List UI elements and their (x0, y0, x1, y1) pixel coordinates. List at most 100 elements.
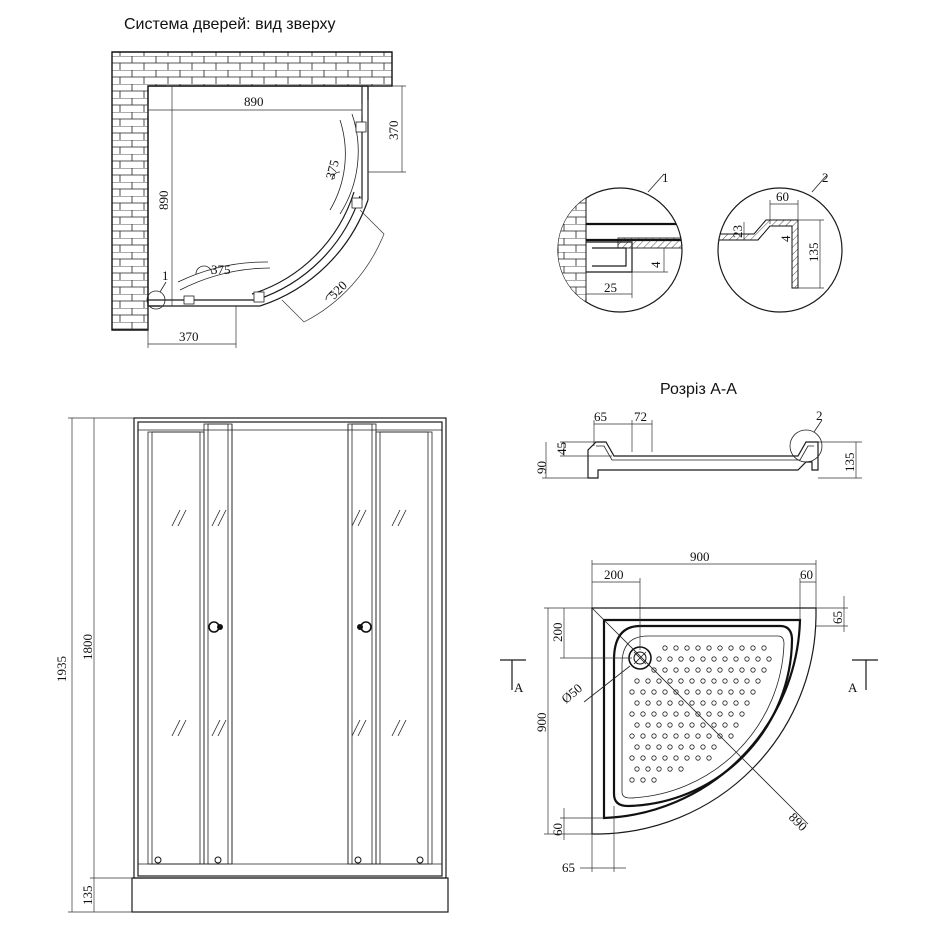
anti-slip-dot (640, 777, 646, 783)
anti-slip-dot (651, 755, 657, 761)
anti-slip-dot (706, 645, 712, 651)
anti-slip-dot (673, 755, 679, 761)
dim-door-height: 1800 (80, 634, 95, 660)
anti-slip-dot (629, 689, 635, 695)
anti-slip-dot (645, 678, 651, 684)
anti-slip-dot (728, 667, 734, 673)
anti-slip-dot (744, 678, 750, 684)
anti-slip-dot (700, 678, 706, 684)
detail-2-dim-small: 4 (778, 235, 793, 242)
anti-slip-dot (733, 700, 739, 706)
anti-slip-dot (656, 700, 662, 706)
anti-slip-dot (656, 744, 662, 750)
anti-slip-dot (695, 755, 701, 761)
section-marker-left: A (514, 680, 524, 695)
anti-slip-dot (667, 744, 673, 750)
anti-slip-dot (656, 722, 662, 728)
anti-slip-dot (695, 733, 701, 739)
anti-slip-dot (711, 678, 717, 684)
section-dim-height-left: 90 (534, 461, 549, 474)
anti-slip-dot (651, 689, 657, 695)
anti-slip-dot (761, 645, 767, 651)
anti-slip-dot (678, 722, 684, 728)
tray-dim-depth: 900 (534, 713, 549, 733)
anti-slip-dot (678, 700, 684, 706)
anti-slip-dot (673, 667, 679, 673)
anti-slip-dot (640, 689, 646, 695)
anti-slip-dot (651, 711, 657, 717)
anti-slip-dot (711, 722, 717, 728)
anti-slip-dot (722, 656, 728, 662)
detail-1: 25 4 1 (557, 170, 683, 313)
dim-total-height: 1935 (54, 656, 69, 682)
anti-slip-dot (662, 667, 668, 673)
section-a-a: Розріз А-А 65 72 45 90 135 2 (534, 381, 862, 479)
anti-slip-dot (700, 656, 706, 662)
anti-slip-dot (700, 700, 706, 706)
anti-slip-dot (728, 733, 734, 739)
detail-2-callout: 2 (822, 170, 829, 185)
anti-slip-dot (695, 689, 701, 695)
anti-slip-dot (689, 656, 695, 662)
section-dim-inner: 72 (634, 409, 647, 424)
anti-slip-dot (662, 689, 668, 695)
anti-slip-dot (722, 722, 728, 728)
anti-slip-dot (689, 678, 695, 684)
anti-slip-dot (706, 733, 712, 739)
tray-dim-bottom-left: 65 (562, 860, 575, 875)
anti-slip-dot (645, 766, 651, 772)
anti-slip-dot (739, 667, 745, 673)
anti-slip-dot (629, 711, 635, 717)
anti-slip-dot (684, 645, 690, 651)
dim-diagonal-520: 520 (326, 278, 350, 302)
anti-slip-dot (750, 689, 756, 695)
anti-slip-dot (634, 744, 640, 750)
anti-slip-dot (634, 700, 640, 706)
detail-1-dim-height: 4 (648, 261, 663, 268)
tray-dim-diagonal: 890 (786, 810, 810, 834)
anti-slip-dot (706, 689, 712, 695)
anti-slip-dot (678, 656, 684, 662)
anti-slip-dot (673, 645, 679, 651)
tray-dim-right: 60 (800, 567, 813, 582)
tray-dim-top-left: 200 (550, 623, 565, 643)
anti-slip-dot (673, 711, 679, 717)
anti-slip-dot (706, 711, 712, 717)
anti-slip-dot (711, 700, 717, 706)
anti-slip-dot (667, 678, 673, 684)
tray-dim-left: 200 (604, 567, 624, 582)
anti-slip-dot (640, 755, 646, 761)
anti-slip-dot (667, 766, 673, 772)
anti-slip-dot (684, 755, 690, 761)
anti-slip-dot (739, 711, 745, 717)
anti-slip-dot (728, 711, 734, 717)
detail-1-dim-width: 25 (604, 280, 617, 295)
detail-2-dim-height: 135 (806, 243, 821, 263)
anti-slip-dot (629, 755, 635, 761)
anti-slip-dot (684, 711, 690, 717)
anti-slip-dot (733, 678, 739, 684)
anti-slip-dot (645, 722, 651, 728)
anti-slip-dot (706, 755, 712, 761)
anti-slip-dot (667, 700, 673, 706)
tray-dim-width: 900 (690, 549, 710, 564)
anti-slip-dot (662, 645, 668, 651)
dim-depth-890: 890 (156, 191, 171, 211)
anti-slip-dot (684, 733, 690, 739)
anti-slip-dot (711, 744, 717, 750)
anti-slip-dot (662, 733, 668, 739)
section-callout: 2 (816, 408, 823, 423)
anti-slip-dot (733, 656, 739, 662)
anti-slip-dot (722, 678, 728, 684)
anti-slip-dot (640, 711, 646, 717)
anti-slip-dot (629, 777, 635, 783)
anti-slip-dot (629, 733, 635, 739)
section-marker-right: A (848, 680, 858, 695)
anti-slip-dot (717, 711, 723, 717)
section-title: Розріз А-А (660, 381, 737, 398)
anti-slip-dot (744, 656, 750, 662)
anti-slip-dot (662, 711, 668, 717)
anti-slip-dot (678, 678, 684, 684)
dim-bottom-370: 370 (179, 329, 199, 344)
